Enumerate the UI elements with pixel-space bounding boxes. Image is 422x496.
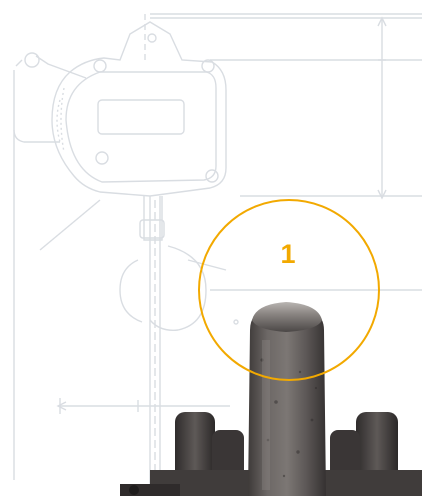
callout-circle[interactable]	[198, 199, 380, 381]
hoist-schematic-icon	[13, 13, 422, 496]
callout-number-label[interactable]: 1	[280, 239, 296, 269]
hook-eye-icon	[120, 302, 422, 496]
